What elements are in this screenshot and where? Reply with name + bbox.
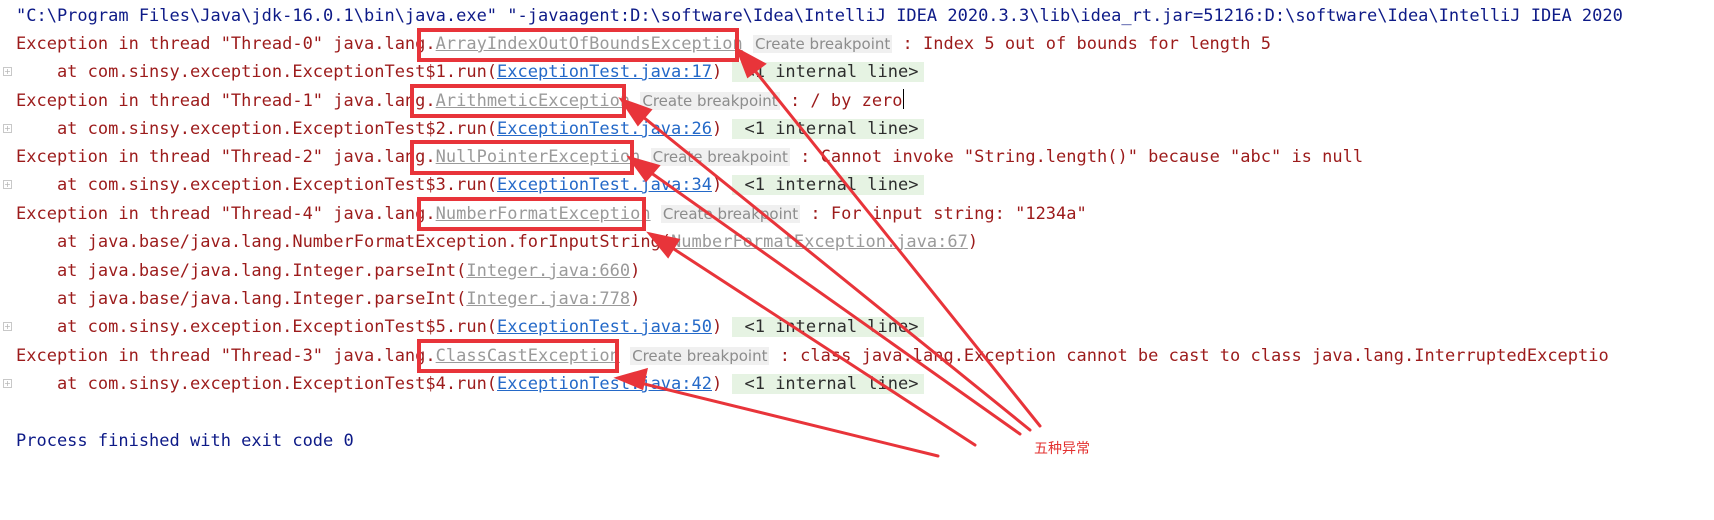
console-line-stack-frame: + at com.sinsy.exception.ExceptionTest$1… — [0, 58, 925, 86]
console-line-exception-thread-3: Exception in thread "Thread-3" java.lang… — [0, 342, 1609, 370]
internal-line-folder[interactable]: <1 internal line> — [732, 119, 925, 139]
frame-suffix: ) — [711, 119, 723, 139]
exception-class-link[interactable]: ArithmeticException — [435, 91, 631, 111]
create-breakpoint-button[interactable]: Create breakpoint — [650, 148, 790, 166]
create-breakpoint-button[interactable]: Create breakpoint — [640, 92, 780, 110]
library-source-link[interactable]: NumberFormatException.java:67 — [671, 232, 968, 252]
console-line-stack-frame: at java.base/java.lang.Integer.parseInt(… — [0, 257, 640, 285]
fold-plus-icon[interactable]: + — [3, 67, 12, 76]
create-breakpoint-button[interactable]: Create breakpoint — [630, 347, 770, 365]
create-breakpoint-button[interactable]: Create breakpoint — [752, 35, 893, 53]
frame-text: at com.sinsy.exception.ExceptionTest$1.r… — [16, 62, 498, 82]
exception-class-link[interactable]: NullPointerException — [435, 147, 641, 167]
frame-text: at com.sinsy.exception.ExceptionTest$4.r… — [16, 374, 498, 394]
frame-text: at com.sinsy.exception.ExceptionTest$3.r… — [16, 175, 498, 195]
source-file-link[interactable]: ExceptionTest.java:17 — [497, 62, 712, 82]
source-file-link[interactable]: ExceptionTest.java:42 — [497, 374, 712, 394]
library-source-link[interactable]: Integer.java:778 — [466, 289, 631, 309]
frame-suffix: ) — [711, 317, 723, 337]
internal-line-folder[interactable]: <1 internal line> — [732, 175, 925, 195]
internal-line-folder[interactable]: <1 internal line> — [732, 374, 925, 394]
exception-message: : / by zero — [779, 91, 903, 111]
frame-suffix: ) — [711, 374, 723, 394]
create-breakpoint-button[interactable]: Create breakpoint — [660, 205, 801, 223]
exception-message: : Cannot invoke "String.length()" becaus… — [789, 147, 1364, 167]
console-line-stack-frame: at java.base/java.lang.Integer.parseInt(… — [0, 285, 640, 313]
console-line-exception-thread-1: Exception in thread "Thread-1" java.lang… — [0, 87, 904, 115]
fold-plus-icon[interactable]: + — [3, 379, 12, 388]
source-file-link[interactable]: ExceptionTest.java:26 — [497, 119, 712, 139]
fold-plus-icon[interactable]: + — [3, 124, 12, 133]
console-line-stack-frame: at java.base/java.lang.NumberFormatExcep… — [0, 228, 978, 256]
console-line-stack-frame: + at com.sinsy.exception.ExceptionTest$4… — [0, 370, 925, 398]
library-source-link[interactable]: Integer.java:660 — [466, 261, 631, 281]
frame-text: at com.sinsy.exception.ExceptionTest$2.r… — [16, 119, 498, 139]
console-line-stack-frame: + at com.sinsy.exception.ExceptionTest$5… — [0, 313, 925, 341]
console-line-exception-thread-4: Exception in thread "Thread-4" java.lang… — [0, 200, 1087, 228]
fold-plus-icon[interactable]: + — [3, 180, 12, 189]
exception-prefix: Exception in thread "Thread-3" java.lang… — [16, 346, 436, 366]
frame-text: at com.sinsy.exception.ExceptionTest$5.r… — [16, 317, 498, 337]
exception-class-link[interactable]: ArrayIndexOutOfBoundsException — [435, 34, 743, 54]
source-file-link[interactable]: ExceptionTest.java:50 — [497, 317, 712, 337]
source-file-link[interactable]: ExceptionTest.java:34 — [497, 175, 712, 195]
frame-text: at java.base/java.lang.Integer.parseInt( — [16, 261, 467, 281]
text-caret — [902, 89, 904, 109]
exception-prefix: Exception in thread "Thread-4" java.lang… — [16, 204, 436, 224]
console-line-exception-thread-2: Exception in thread "Thread-2" java.lang… — [0, 143, 1363, 171]
java-command-text: "C:\Program Files\Java\jdk-16.0.1\bin\ja… — [16, 6, 1623, 26]
exception-prefix: Exception in thread "Thread-1" java.lang… — [16, 91, 436, 111]
frame-suffix: ) — [630, 289, 641, 309]
exception-message: : class java.lang.Exception cannot be ca… — [769, 346, 1609, 366]
console-command-line: "C:\Program Files\Java\jdk-16.0.1\bin\ja… — [0, 2, 1623, 30]
exception-prefix: Exception in thread "Thread-2" java.lang… — [16, 147, 436, 167]
frame-suffix: ) — [711, 62, 723, 82]
annotation-label: 五种异常 — [1034, 441, 1090, 457]
frame-text: at java.base/java.lang.NumberFormatExcep… — [16, 232, 672, 252]
internal-line-folder[interactable]: <1 internal line> — [732, 317, 925, 337]
exception-message: : For input string: "1234a" — [800, 204, 1087, 224]
exception-message: : Index 5 out of bounds for length 5 — [892, 34, 1271, 54]
frame-suffix: ) — [630, 261, 641, 281]
exception-class-link[interactable]: NumberFormatException — [435, 204, 651, 224]
frame-text: at java.base/java.lang.Integer.parseInt( — [16, 289, 467, 309]
console-line-stack-frame: + at com.sinsy.exception.ExceptionTest$3… — [0, 171, 925, 199]
exit-code-text: Process finished with exit code 0 — [16, 431, 354, 451]
fold-plus-icon[interactable]: + — [3, 322, 12, 331]
frame-suffix: ) — [711, 175, 723, 195]
console-line-exception-thread-0: Exception in thread "Thread-0" java.lang… — [0, 30, 1271, 58]
exception-class-link[interactable]: ClassCastException — [435, 346, 620, 366]
internal-line-folder[interactable]: <1 internal line> — [732, 62, 925, 82]
exception-prefix: Exception in thread "Thread-0" java.lang… — [16, 34, 436, 54]
console-line-stack-frame: + at com.sinsy.exception.ExceptionTest$2… — [0, 115, 925, 143]
console-exit-line: Process finished with exit code 0 — [0, 427, 354, 455]
frame-suffix: ) — [967, 232, 979, 252]
